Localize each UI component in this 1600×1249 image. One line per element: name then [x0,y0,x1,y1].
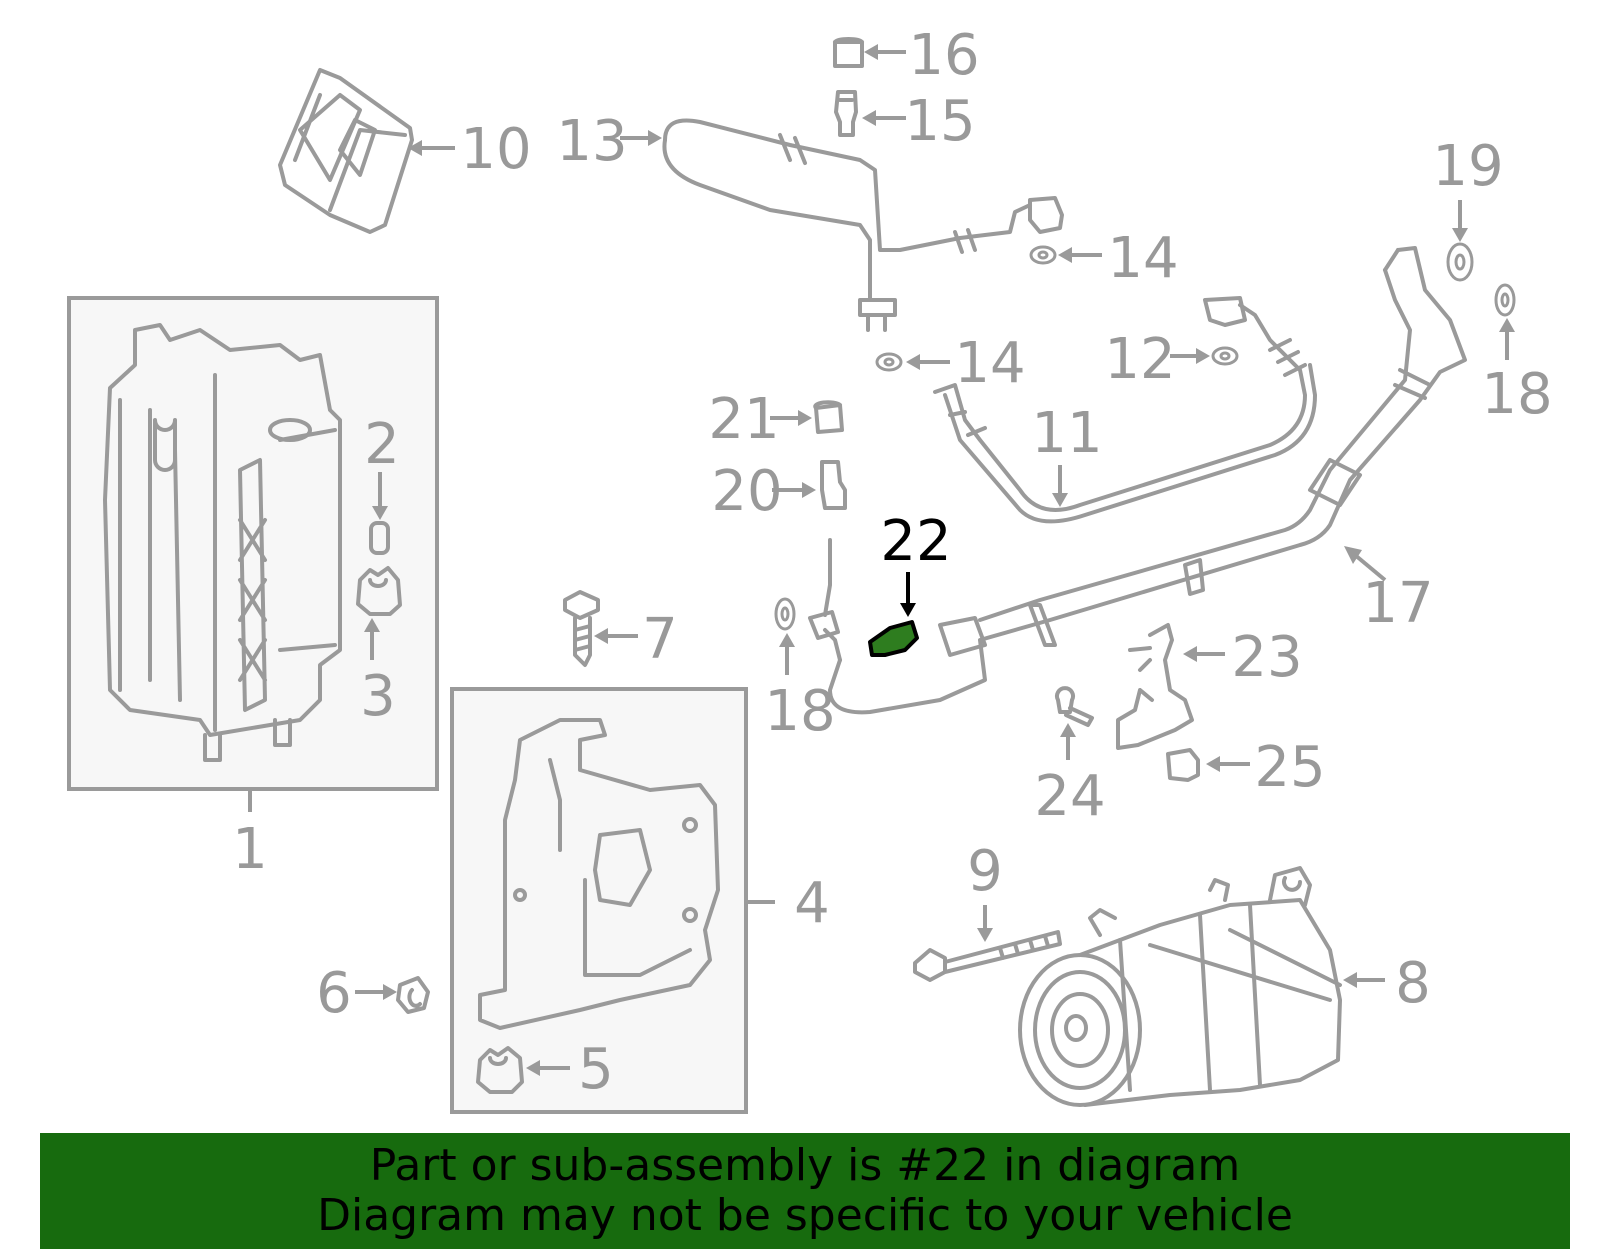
part-23-clip[interactable] [1116,623,1194,750]
part-16-cap[interactable] [833,37,864,68]
part-24-bolt[interactable] [1055,686,1094,727]
part-18-right-arrowhead [1499,318,1515,332]
label-18-right[interactable]: 18 [1481,362,1552,427]
part-16-arrowhead [864,44,878,60]
part-25-arrowhead [1206,756,1220,772]
part-18-oring-right[interactable] [1494,283,1516,317]
banner-disclaimer: Diagram may not be specific to your vehi… [317,1190,1293,1241]
part-24-arrowhead [1060,723,1076,737]
part-18-left-arrowhead [779,633,795,647]
part-12-oring[interactable] [1211,346,1239,366]
part-17-arrow [1353,553,1387,582]
label-17[interactable]: 17 [1362,571,1433,636]
label-9[interactable]: 9 [967,839,1003,904]
banner-part-note: Part or sub-assembly is #22 in diagram [369,1140,1241,1191]
part-17-arrowhead [1344,546,1362,564]
part-3-arrowhead [364,618,380,632]
part-9-arrowhead [977,928,993,942]
label-15[interactable]: 15 [904,89,975,154]
label-3[interactable]: 3 [360,664,396,729]
part-17-hose[interactable] [808,246,1467,715]
label-7[interactable]: 7 [642,607,678,672]
part-5-grommet[interactable] [476,1046,524,1094]
part-13-hose[interactable] [662,118,1064,332]
part-10-module[interactable] [278,68,414,234]
part-19-oring-hole [1454,253,1466,271]
part-19-arrowhead [1452,228,1468,242]
part-14-oring-mid-hole [883,357,895,367]
part-6-nut[interactable] [396,976,430,1014]
part-1-condenser[interactable] [103,323,342,762]
label-24[interactable]: 24 [1034,764,1105,829]
part-12-arrowhead [1196,348,1210,364]
part-18-oring-left-hole [780,606,790,622]
part-3-grommet[interactable] [356,566,402,616]
part-15-arrowhead [862,110,876,126]
part-14-oring-top-hole [1037,250,1049,260]
part-12-oring-hole [1219,351,1231,361]
part-22-arrowhead [900,603,916,617]
part-18-oring-left[interactable] [774,597,796,631]
label-14-mid[interactable]: 14 [954,331,1025,396]
part-20-arrowhead [802,482,816,498]
label-21[interactable]: 21 [708,387,779,452]
part-11-arrowhead [1052,493,1068,507]
label-11[interactable]: 11 [1031,401,1102,466]
part-7-bolt[interactable] [563,590,600,667]
label-5[interactable]: 5 [578,1037,614,1102]
label-18-left[interactable]: 18 [764,679,835,744]
info-banner: Part or sub-assembly is #22 in diagram D… [40,1133,1570,1249]
part-10-arrowhead [408,140,422,156]
label-10[interactable]: 10 [460,117,531,182]
part-2-arrowhead [372,506,388,520]
part-20-sensor[interactable] [820,460,847,510]
label-8[interactable]: 8 [1395,951,1431,1016]
label-6[interactable]: 6 [316,961,352,1026]
part-8-arrowhead [1343,972,1357,988]
part-14-oring-mid[interactable] [875,352,903,372]
label-12[interactable]: 12 [1104,327,1175,392]
label-20[interactable]: 20 [711,459,782,524]
part-21-cap[interactable] [813,400,844,434]
part-5-arrowhead [526,1060,540,1076]
label-23[interactable]: 23 [1231,625,1302,690]
label-22[interactable]: 22 [880,509,951,574]
part-8-compressor[interactable] [1018,866,1342,1107]
part-15-sensor[interactable] [834,90,858,137]
label-1[interactable]: 1 [232,817,268,882]
part-25-clip[interactable] [1166,748,1200,782]
label-16[interactable]: 16 [908,23,979,88]
label-19[interactable]: 19 [1432,134,1503,199]
part-23-arrowhead [1183,646,1197,662]
part-11-hose[interactable] [933,296,1317,524]
part-14-top-arrowhead [1058,247,1072,263]
part-9-bolt[interactable] [913,930,1062,982]
part-7-arrowhead [594,628,608,644]
part-14-oring-top[interactable] [1029,245,1057,265]
part-6-arrowhead [383,984,397,1000]
part-18-oring-right-hole [1500,292,1510,308]
label-13[interactable]: 13 [556,109,627,174]
part-14-mid-arrowhead [906,354,920,370]
part-4-bracket[interactable] [478,718,720,1030]
part-22-highlighted[interactable] [868,620,919,657]
part-13-arrowhead [648,130,662,146]
part-21-arrowhead [798,410,812,426]
label-14-top[interactable]: 14 [1107,226,1178,291]
part-19-oring[interactable] [1446,242,1474,282]
label-25[interactable]: 25 [1254,735,1325,800]
part-2-cap[interactable] [369,521,390,555]
label-2[interactable]: 2 [364,412,400,477]
label-4[interactable]: 4 [794,871,830,936]
